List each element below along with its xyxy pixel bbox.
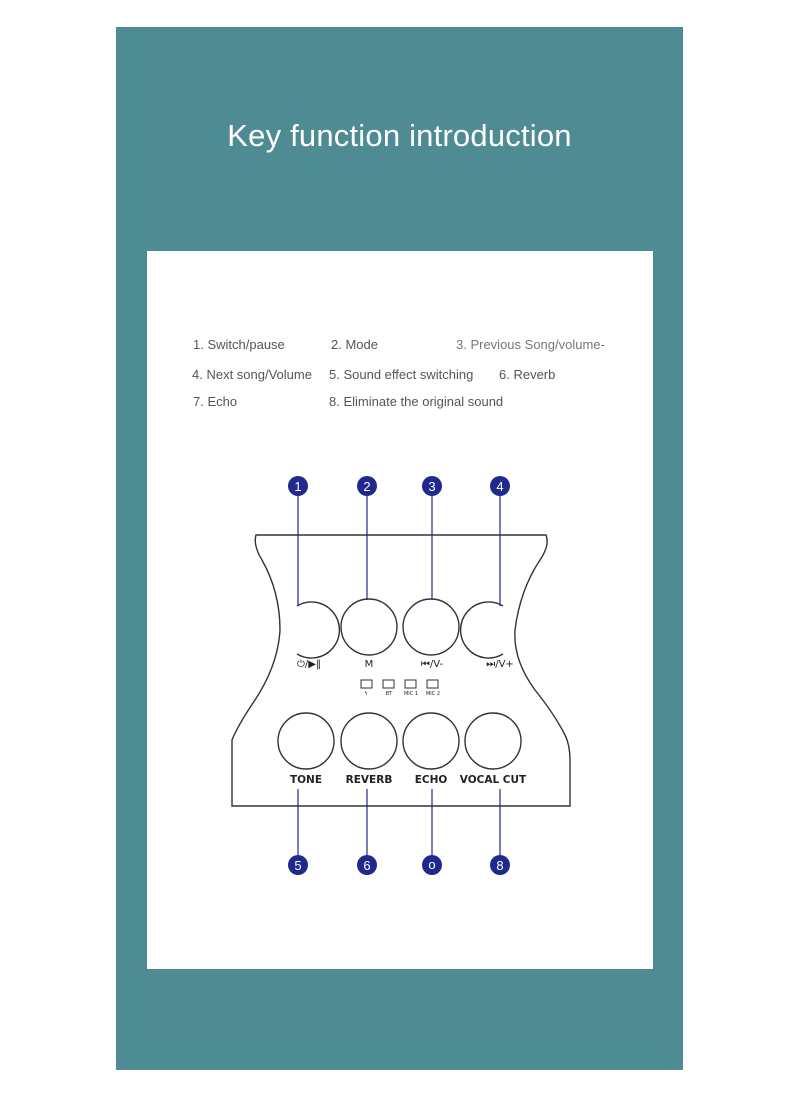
indicator-bt-label: BT <box>386 691 393 697</box>
callout-6-number: 6 <box>363 858 370 873</box>
page-title: Key function introduction <box>227 118 572 153</box>
indicator-led-bt <box>382 679 395 689</box>
callout-4-number: 4 <box>496 479 503 494</box>
callout-3: 3 <box>422 476 442 496</box>
indicator-led-mic2 <box>426 679 439 689</box>
legend-item-1: 1. Switch/pause <box>193 337 285 352</box>
mode-button[interactable] <box>340 598 398 656</box>
tone-label: TONE <box>290 774 322 786</box>
callout-2: 2 <box>357 476 377 496</box>
reverb-knob[interactable] <box>340 712 398 770</box>
callout-5-number: 5 <box>294 858 301 873</box>
tone-knob[interactable] <box>277 712 335 770</box>
mode-symbol: M <box>365 659 374 670</box>
callout-7: o <box>422 855 442 875</box>
previous-symbol: ⏮/V- <box>421 659 444 670</box>
callout-2-number: 2 <box>363 479 370 494</box>
indicator-mic1-label: MIC 1 <box>404 691 418 697</box>
legend-item-2: 2. Mode <box>331 337 378 352</box>
diagram-card <box>147 251 653 969</box>
callout-8: 8 <box>490 855 510 875</box>
callout-1: 1 <box>288 476 308 496</box>
next-volume-up-button[interactable] <box>459 601 504 659</box>
legend-item-6: 6. Reverb <box>499 367 556 382</box>
vocal-cut-knob[interactable] <box>464 712 522 770</box>
callout-5: 5 <box>288 855 308 875</box>
callout-6: 6 <box>357 855 377 875</box>
legend-item-8: 8. Eliminate the original sound <box>329 394 504 409</box>
next-symbol: ⏭/V+ <box>486 659 514 670</box>
indicator-led-mic1 <box>404 679 417 689</box>
legend-item-7: 7. Echo <box>193 394 238 409</box>
legend-item-3: 3. Previous Song/volume- <box>456 337 605 352</box>
callout-1-number: 1 <box>294 479 301 494</box>
callout-4: 4 <box>490 476 510 496</box>
echo-label: ECHO <box>415 774 448 786</box>
device-outline <box>231 534 571 807</box>
vocal-cut-label: VOCAL CUT <box>460 774 527 786</box>
indicator-led-aux <box>360 679 373 689</box>
indicator-mic2-label: MIC 2 <box>426 691 440 697</box>
callout-8-number: 8 <box>496 858 503 873</box>
power-pause-button[interactable] <box>296 601 341 659</box>
previous-volume-down-button[interactable] <box>402 598 460 656</box>
echo-knob[interactable] <box>402 712 460 770</box>
indicator-aux-label: ϟ <box>364 691 367 697</box>
callout-7-number: o <box>428 857 435 872</box>
legend-item-4: 4. Next song/Volume <box>192 367 312 382</box>
legend-item-5: 5. Sound effect switching <box>329 367 474 382</box>
reverb-label: REVERB <box>346 774 393 786</box>
power-pause-symbol: ⏻/▶‖ <box>297 659 321 670</box>
callout-3-number: 3 <box>428 479 435 494</box>
